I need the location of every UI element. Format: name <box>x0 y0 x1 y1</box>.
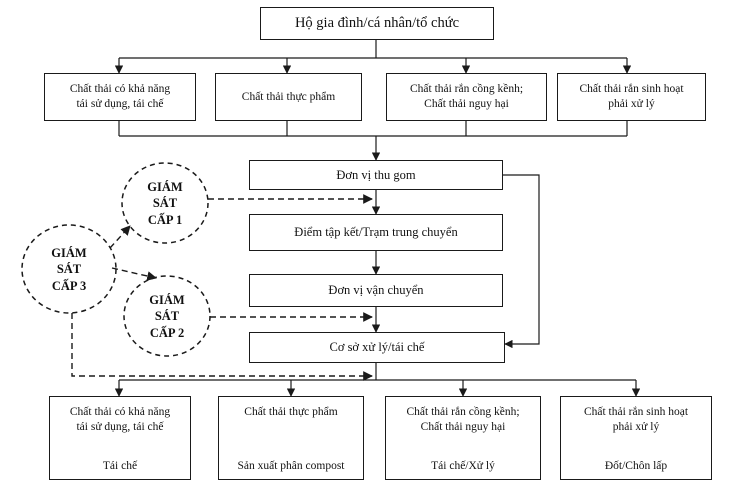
arrow-collector-bypass <box>503 174 540 349</box>
category-box-bulky-hazardous: Chất thải rắn cồng kềnh; Chất thải nguy … <box>386 73 547 121</box>
output-box-food-waste: Chất thải thực phẩm <box>218 396 364 480</box>
treatment-facility-box: Cơ sở xử lý/tái chế <box>249 332 505 363</box>
output-box-reusable: Chất thải có khả năng tái sử dụng, tái c… <box>49 396 191 480</box>
transport-unit-box: Đơn vị vận chuyển <box>249 274 503 307</box>
supervision-level-1-label: GIÁM SÁT CẤP 1 <box>147 180 183 227</box>
category-box-residual: Chất thải rắn sinh hoạt phải xử lý <box>557 73 706 121</box>
dashed-arrow-level-3 <box>71 313 373 381</box>
source-box: Hộ gia đình/cá nhân/tổ chức <box>260 7 494 40</box>
result-compost: Sản xuất phân compost <box>237 460 345 472</box>
dashed-arrow-level3-to-level2 <box>111 267 157 281</box>
supervision-level-2-label: GIÁM SÁT CẤP 2 <box>149 293 185 340</box>
output-box-residual: Chất thải rắn sinh hoạt phải xử lý <box>560 396 712 480</box>
collector-box: Đơn vị thu gom <box>249 160 503 190</box>
supervision-level-2-circle <box>123 275 211 357</box>
supervision-level-1-circle <box>121 162 209 244</box>
output-label-food-waste: Chất thải thực phẩm <box>244 406 338 418</box>
result-recycle: Tái chế <box>102 460 138 472</box>
result-recycle-treat: Tái chế/Xử lý <box>431 460 495 472</box>
dashed-arrow-level3-to-level1 <box>109 225 131 249</box>
output-label-reusable: Chất thải có khả năng tái sử dụng, tái c… <box>69 406 171 433</box>
supervision-level-3-label: GIÁM SÁT CẤP 3 <box>51 246 87 293</box>
output-box-bulky-hazardous: Chất thải rắn cồng kềnh; Chất thải nguy … <box>385 396 541 480</box>
result-incinerate-landfill: Đốt/Chôn lấp <box>604 460 668 472</box>
category-box-food-waste: Chất thải thực phẩm <box>215 73 362 121</box>
output-label-bulky-hazardous: Chất thải rắn cồng kềnh; Chất thải nguy … <box>406 406 520 433</box>
category-box-reusable: Chất thải có khả năng tái sử dụng, tái c… <box>44 73 196 121</box>
output-label-residual: Chất thải rắn sinh hoạt phải xử lý <box>583 406 689 433</box>
transfer-station-box: Điểm tập kết/Trạm trung chuyển <box>249 214 503 251</box>
